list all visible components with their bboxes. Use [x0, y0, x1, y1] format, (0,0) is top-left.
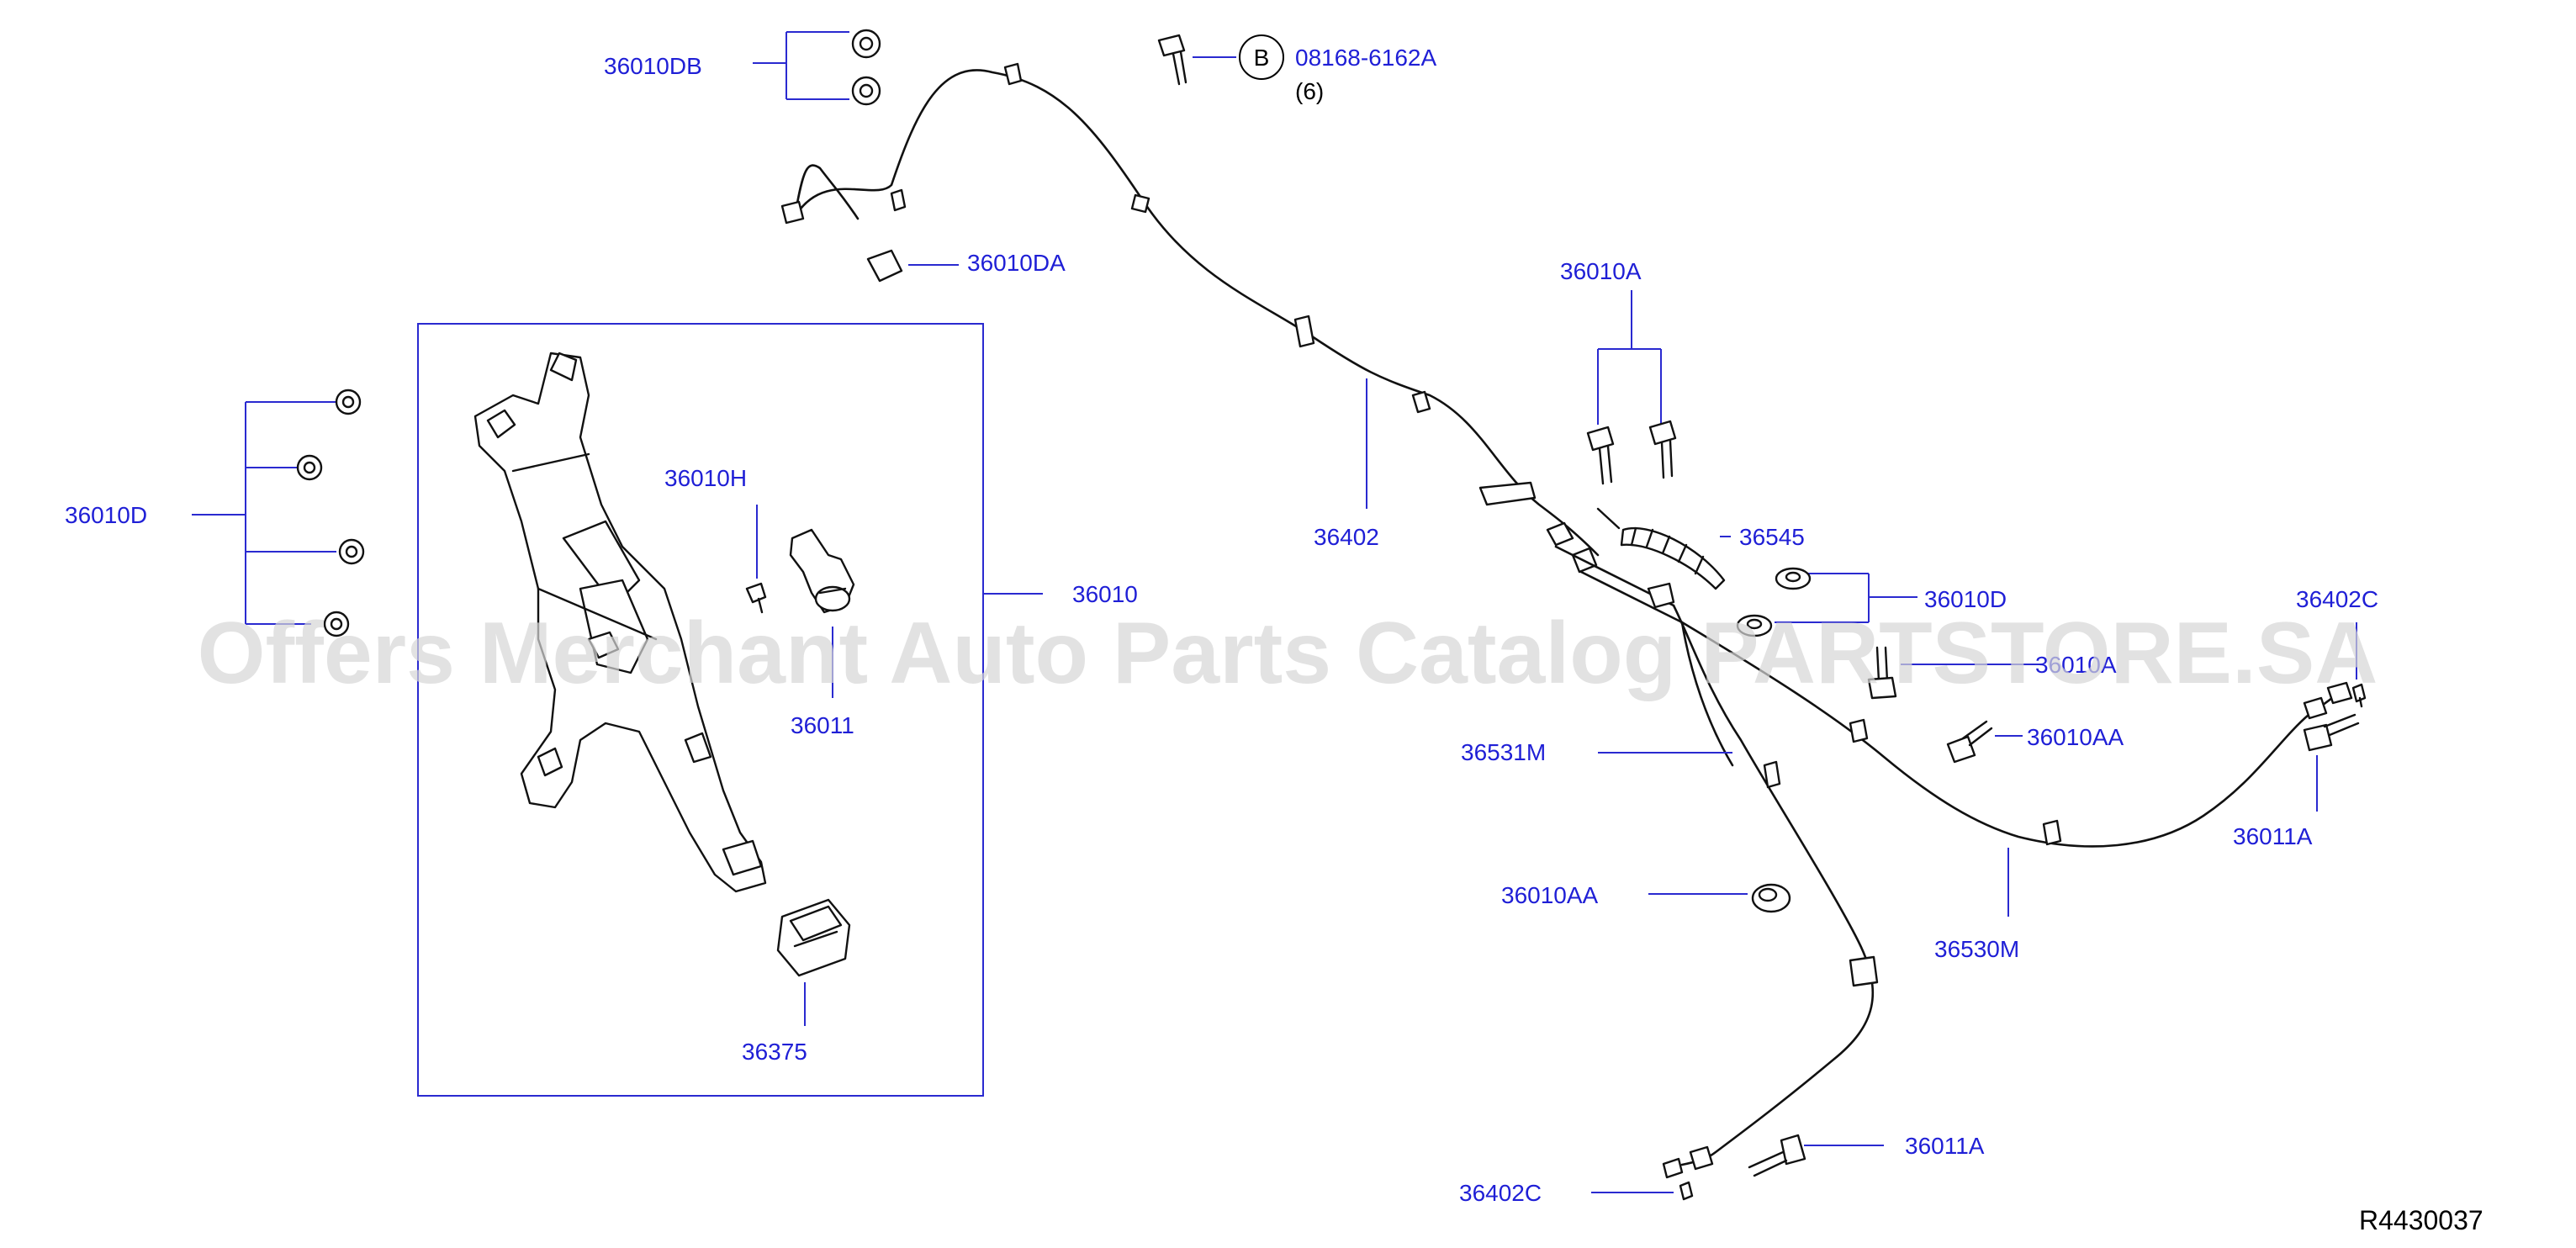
- clip-36402c-right-part[interactable]: [2351, 683, 2367, 708]
- pin-36010h-part[interactable]: [745, 582, 767, 614]
- bolt-36010a-right-part[interactable]: [1867, 646, 1897, 700]
- bolt-36010aa-right-part[interactable]: [1946, 720, 1993, 764]
- label-36010aa-right[interactable]: 36010AA: [2027, 724, 2124, 750]
- label-36011[interactable]: 36011: [791, 712, 854, 738]
- nut-36010db-2-part[interactable]: [851, 76, 881, 106]
- clip-36402c-lower-part[interactable]: [1679, 1181, 1694, 1201]
- bolt-b-part[interactable]: [1157, 34, 1187, 86]
- label-36010a-top[interactable]: 36010A: [1560, 258, 1642, 284]
- leader-36010db-bracket: [753, 31, 849, 100]
- switch-36011-part[interactable]: [789, 528, 855, 614]
- leader-36010d-right-bracket: [1775, 573, 1917, 623]
- label-36011a-lower[interactable]: 36011A: [1905, 1133, 1985, 1159]
- label-36402c-right[interactable]: 36402C: [2296, 586, 2378, 612]
- nut-36010d-2-part[interactable]: [296, 454, 323, 481]
- clip-36010da-part[interactable]: [866, 249, 903, 283]
- rear-cable-36531m-part[interactable]: [1662, 604, 1879, 1179]
- nut-36010aa-lower-part[interactable]: [1751, 883, 1791, 913]
- diagram-code: R4430037: [2359, 1205, 2483, 1235]
- label-36402c-lower[interactable]: 36402C: [1459, 1180, 1542, 1206]
- nut-36010d-3-part[interactable]: [338, 538, 365, 565]
- label-36011a-right[interactable]: 36011A: [2233, 823, 2313, 849]
- pedal-assembly-frame: [417, 323, 984, 1097]
- leader-36010a-top-bracket: [1597, 290, 1662, 425]
- label-36010a-right[interactable]: 36010A: [2035, 652, 2117, 678]
- label-36375[interactable]: 36375: [742, 1039, 807, 1065]
- bolt-36011a-right-part[interactable]: [2303, 713, 2360, 752]
- bolt-36010a-1-part[interactable]: [1586, 426, 1615, 485]
- watermark-text: Offers Merchant Auto Parts Catalog PARTS…: [198, 605, 2378, 702]
- label-36010db[interactable]: 36010DB: [604, 53, 702, 79]
- bolt-36011a-lower-part[interactable]: [1748, 1134, 1806, 1177]
- nut-36010db-1-part[interactable]: [851, 29, 881, 59]
- bolt-36010a-2-part[interactable]: [1648, 420, 1677, 479]
- pedal-assembly-part[interactable]: [473, 352, 767, 893]
- nut-36010d-4-part[interactable]: [323, 611, 350, 637]
- front-cable-36402-part[interactable]: [780, 62, 1600, 557]
- pedal-pad-part[interactable]: [776, 898, 851, 977]
- callout-b-letter: B: [1254, 45, 1270, 71]
- label-36010d-right[interactable]: 36010D: [1924, 586, 2007, 612]
- label-36010h[interactable]: 36010H: [664, 465, 747, 491]
- label-36545[interactable]: 36545: [1739, 524, 1805, 550]
- label-36531m[interactable]: 36531M: [1461, 739, 1546, 765]
- callout-b-circle: [1239, 34, 1284, 80]
- label-36402[interactable]: 36402: [1314, 524, 1379, 550]
- nut-36010d-right-2-part[interactable]: [1736, 614, 1773, 637]
- label-36530m[interactable]: 36530M: [1934, 936, 2019, 962]
- nut-36010d-right-1-part[interactable]: [1775, 567, 1812, 590]
- nut-36010d-1-part[interactable]: [335, 389, 362, 415]
- callout-part-number[interactable]: 08168-6162A: [1295, 45, 1436, 71]
- label-36010aa-lower[interactable]: 36010AA: [1501, 882, 1599, 908]
- rear-cable-36530m-part[interactable]: [1680, 621, 2353, 848]
- label-36010[interactable]: 36010: [1072, 581, 1138, 607]
- label-36010da[interactable]: 36010DA: [967, 250, 1066, 276]
- equalizer-part[interactable]: [1546, 521, 1684, 624]
- leader-36010d-left-bracket: [192, 401, 336, 625]
- callout-quantity: (6): [1295, 78, 1324, 104]
- spring-36545-part[interactable]: [1596, 507, 1726, 590]
- label-36010d-left[interactable]: 36010D: [65, 502, 147, 528]
